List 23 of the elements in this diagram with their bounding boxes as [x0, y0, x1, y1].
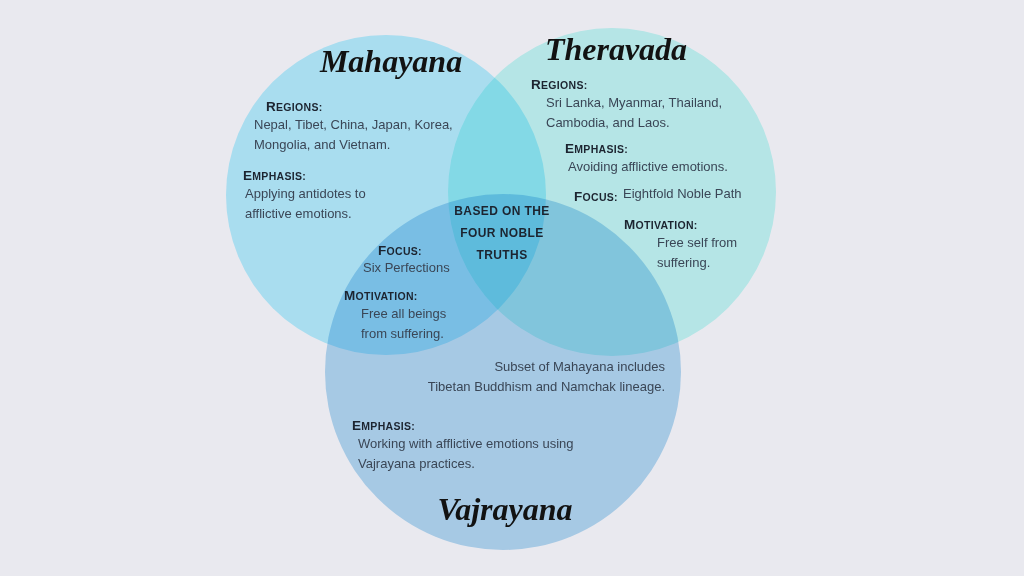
section-heading: MOTIVATION: [344, 288, 418, 304]
section-text: Six Perfections [363, 259, 450, 277]
section-heading: REGIONS: [266, 99, 323, 115]
circle-title: Mahayana [319, 42, 463, 80]
section-text: Eightfold Noble Path [623, 185, 742, 203]
circle-title: Theravada [544, 30, 688, 68]
section-heading: EMPHASIS: [565, 141, 629, 157]
section-text: Avoiding afflictive emotions. [568, 158, 728, 176]
section-heading: FOCUS: [574, 189, 618, 205]
section-heading: FOCUS: [378, 243, 422, 259]
center-label: BASED ON THE FOUR NOBLE TRUTHS [453, 203, 551, 264]
section-text: Free self from suffering. [657, 234, 739, 272]
section-heading: REGIONS: [531, 77, 588, 93]
section-heading: EMPHASIS: [352, 418, 416, 434]
circle-title: Vajrayana [437, 490, 573, 528]
section-text: Working with afflictive emotions using Vajrayana practices. [358, 435, 575, 473]
section-heading: MOTIVATION: [624, 217, 698, 233]
section-text: Subset of Mahayana includes Tibetan Buddhism and Namchak lineage. [426, 358, 665, 396]
section-text: Nepal, Tibet, China, Japan, Korea, Mongolia, and Vietnam. [254, 116, 454, 154]
section-heading: EMPHASIS: [243, 168, 307, 184]
section-text: Applying antidotes to afflictive emotions. [245, 185, 367, 223]
section-text: Sri Lanka, Myanmar, Thailand, Cambodia, and Laos. [546, 94, 724, 132]
section-text: Free all beings from suffering. [361, 305, 448, 343]
